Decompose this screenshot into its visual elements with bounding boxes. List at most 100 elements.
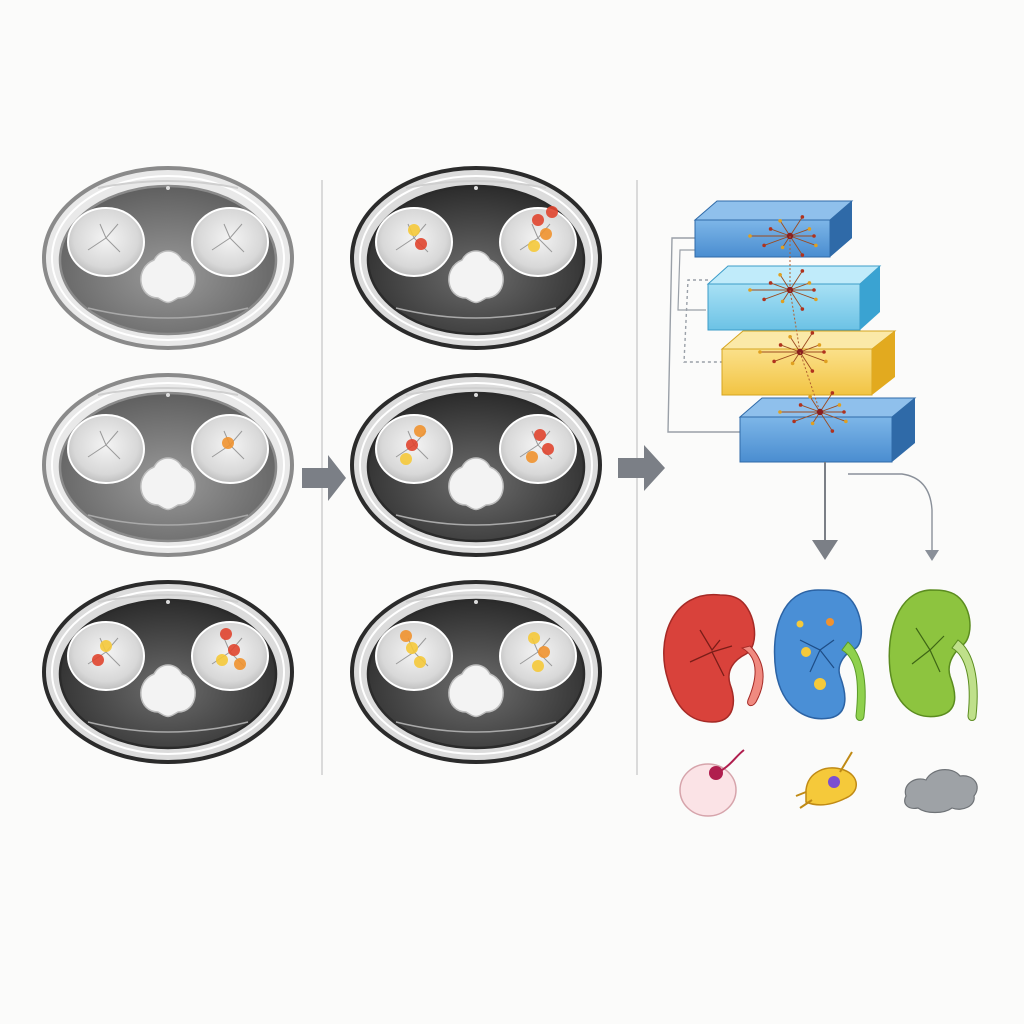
- lesion-marker: [222, 437, 234, 449]
- skip-connection: [677, 249, 706, 311]
- ct-scan-grid: [42, 166, 602, 764]
- lesion-marker: [542, 443, 554, 455]
- neuron-dot: [792, 419, 796, 424]
- neuron-dot: [810, 421, 815, 426]
- kidney-section: [67, 414, 145, 484]
- lesion-marker: [220, 628, 232, 640]
- lesion-marker: [92, 654, 104, 666]
- lesion-marker: [528, 240, 540, 252]
- kidney-section: [375, 621, 453, 691]
- ct-scan: [42, 166, 294, 350]
- neuron-dot: [810, 369, 815, 373]
- kidney-section: [499, 621, 577, 691]
- spine: [448, 664, 504, 718]
- kidney-section: [499, 414, 577, 484]
- ct-scan: [42, 580, 294, 764]
- kidney-red: [663, 594, 764, 723]
- lesion-marker: [414, 656, 426, 668]
- spine: [448, 457, 504, 511]
- neuron-node: [816, 408, 824, 416]
- neuron-dot: [808, 394, 812, 399]
- neuron-dot: [824, 359, 828, 364]
- kidney-section: [191, 621, 269, 691]
- connection-line: [819, 392, 833, 413]
- connection-line: [763, 235, 791, 246]
- cyst-icon: [679, 749, 745, 817]
- layered-network: [667, 200, 939, 561]
- neuron-dot: [842, 410, 846, 414]
- connection-line: [819, 411, 833, 432]
- connection-line: [789, 216, 803, 237]
- connection-line: [789, 235, 817, 246]
- kidney-section: [375, 207, 453, 277]
- ct-scan: [350, 580, 602, 764]
- kidney-green: [888, 589, 978, 721]
- connection-line: [819, 411, 847, 422]
- neuron-dot: [817, 343, 822, 347]
- kidney-section: [67, 207, 145, 277]
- connection-line: [819, 404, 840, 413]
- neuron-dot: [772, 359, 776, 364]
- lesion-marker: [400, 630, 412, 642]
- neuron-dot: [830, 391, 835, 395]
- arrow-down-icon: [812, 540, 838, 560]
- neuron-dot: [822, 350, 826, 354]
- neuron-dot: [768, 281, 773, 285]
- neuron-dot: [800, 307, 805, 311]
- neuron-dot: [807, 281, 812, 285]
- lesion-marker: [538, 646, 550, 658]
- lesion-marker: [528, 632, 540, 644]
- connection-line: [799, 351, 821, 413]
- kidney-section: [191, 207, 269, 277]
- output-connector: [848, 473, 933, 550]
- spine: [140, 457, 196, 511]
- neuron-dot: [758, 350, 762, 354]
- neuron-dot: [778, 410, 782, 414]
- neuron-dot: [780, 245, 785, 250]
- lesion-marker: [415, 238, 427, 250]
- connection-line: [789, 289, 817, 300]
- ct-scan: [350, 373, 602, 557]
- connection-line: [780, 344, 801, 353]
- spine: [140, 664, 196, 718]
- neuron-dot: [778, 218, 782, 223]
- kidney-blue: [773, 589, 866, 721]
- spine: [140, 250, 196, 304]
- neuron-dot: [800, 253, 805, 257]
- lesion-marker: [234, 658, 246, 670]
- arrow-right-icon: [302, 455, 346, 501]
- neuron-dot: [768, 227, 773, 231]
- lesion-marker: [216, 654, 228, 666]
- neuron-dot: [748, 234, 752, 238]
- connection-line: [799, 351, 813, 372]
- neuron-dot: [800, 215, 805, 219]
- kidney-section: [191, 414, 269, 484]
- arrow-down-icon: [925, 550, 939, 561]
- neuron-dot: [800, 269, 805, 273]
- arrow-right-icon: [618, 445, 665, 491]
- network-layer-1: [693, 200, 854, 258]
- neuron-dot: [778, 343, 783, 347]
- lesion-marker: [100, 640, 112, 652]
- connection-line: [799, 351, 827, 362]
- ct-scan: [350, 166, 602, 350]
- neuron-dot: [807, 227, 812, 231]
- stone-icon: [904, 769, 978, 814]
- neuron-dot: [814, 243, 818, 248]
- neuron-dot: [844, 419, 848, 424]
- connection-line: [789, 235, 803, 256]
- connection-line: [770, 282, 791, 291]
- lesion-marker: [228, 644, 240, 656]
- lesion-marker: [406, 642, 418, 654]
- network-layer-3: [720, 330, 897, 396]
- neuron-dot: [780, 299, 785, 304]
- neuron-dot: [762, 243, 766, 248]
- connection-line: [789, 282, 810, 291]
- connection-line: [789, 289, 801, 353]
- ct-scan: [42, 373, 294, 557]
- skip-connection: [683, 279, 722, 363]
- neuron-dot: [748, 288, 752, 292]
- connection-line: [789, 228, 810, 237]
